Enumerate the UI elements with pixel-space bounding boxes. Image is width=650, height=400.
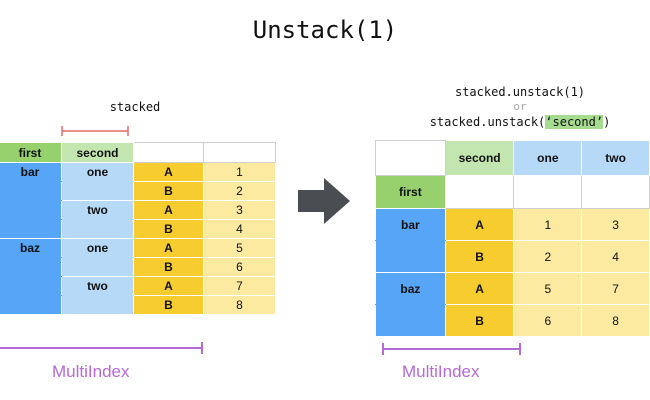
value-cell: 3 bbox=[581, 208, 650, 241]
table-row: B 6 bbox=[0, 257, 276, 277]
index-first: baz bbox=[375, 272, 446, 305]
unstacked-table: second one two first bar A 1 3 B 2 4 baz… bbox=[375, 140, 650, 337]
header-one: one bbox=[513, 140, 583, 176]
index-inner: A bbox=[133, 276, 204, 296]
index-first bbox=[375, 304, 446, 337]
stacked-table: first second bar one A 1 B 2 two A 3 B 4… bbox=[0, 142, 276, 315]
value-cell: 1 bbox=[513, 208, 583, 241]
value-cell: 3 bbox=[203, 200, 276, 220]
value-cell: 1 bbox=[203, 162, 276, 182]
stacked-caption: stacked bbox=[109, 100, 161, 114]
header-blank bbox=[444, 175, 515, 209]
index-inner: A bbox=[133, 162, 204, 182]
value-cell: 6 bbox=[513, 304, 583, 337]
value-cell: 7 bbox=[203, 276, 276, 296]
value-cell: 2 bbox=[203, 181, 276, 201]
stacked-header-row: first second bbox=[0, 142, 276, 163]
table-row: bar one A 1 bbox=[0, 162, 276, 182]
table-row: B 4 bbox=[0, 219, 276, 239]
unstack-caption-alt: stacked.unstack(‘second’) bbox=[429, 115, 611, 129]
index-inner: A bbox=[444, 272, 515, 305]
index-inner: B bbox=[444, 240, 515, 273]
index-second: two bbox=[61, 200, 134, 220]
index-first bbox=[0, 219, 62, 239]
index-first bbox=[0, 181, 62, 201]
value-cell: 2 bbox=[513, 240, 583, 273]
index-first bbox=[0, 276, 62, 296]
index-inner: B bbox=[444, 304, 515, 337]
index-first: baz bbox=[0, 238, 62, 258]
index-first: bar bbox=[375, 208, 446, 241]
value-cell: 6 bbox=[203, 257, 276, 277]
value-cell: 8 bbox=[581, 304, 650, 337]
level-indicator bbox=[61, 126, 129, 136]
index-second bbox=[61, 219, 134, 239]
value-cell: 4 bbox=[581, 240, 650, 273]
index-second: two bbox=[61, 276, 134, 296]
index-second: one bbox=[61, 162, 134, 182]
value-cell: 7 bbox=[581, 272, 650, 305]
index-second bbox=[61, 257, 134, 277]
multiindex-label: MultiIndex bbox=[52, 362, 130, 381]
index-first bbox=[375, 240, 446, 273]
index-inner: A bbox=[133, 238, 204, 258]
multiindex-bracket bbox=[0, 342, 203, 354]
unstack-caption: stacked.unstack(1) bbox=[454, 85, 586, 99]
or-caption: or bbox=[513, 100, 527, 113]
unstacked-header-row: second one two bbox=[375, 140, 650, 176]
index-inner: A bbox=[444, 208, 515, 241]
table-row: B 2 4 bbox=[375, 240, 650, 273]
index-inner: B bbox=[133, 257, 204, 277]
table-row: bar A 1 3 bbox=[375, 208, 650, 241]
index-second bbox=[61, 181, 134, 201]
header-two: two bbox=[581, 140, 650, 176]
header-blank bbox=[133, 142, 204, 163]
index-first bbox=[0, 200, 62, 220]
table-row: B 6 8 bbox=[375, 304, 650, 337]
value-cell: 5 bbox=[513, 272, 583, 305]
header-second: second bbox=[444, 140, 515, 176]
index-first: bar bbox=[0, 162, 62, 182]
table-row: two A 7 bbox=[0, 276, 276, 296]
table-row: B 2 bbox=[0, 181, 276, 201]
multiindex-bracket bbox=[382, 343, 521, 355]
index-inner: B bbox=[133, 295, 204, 315]
header-first: first bbox=[375, 175, 446, 209]
multiindex-label: MultiIndex bbox=[402, 362, 480, 381]
index-inner: B bbox=[133, 219, 204, 239]
header-blank bbox=[581, 175, 650, 209]
index-inner: B bbox=[133, 181, 204, 201]
index-header-row: first bbox=[375, 175, 650, 209]
value-cell: 4 bbox=[203, 219, 276, 239]
table-row: two A 3 bbox=[0, 200, 276, 220]
table-row: B 8 bbox=[0, 295, 276, 315]
index-second bbox=[61, 295, 134, 315]
header-second: second bbox=[61, 142, 134, 163]
header-blank bbox=[203, 142, 276, 163]
right-arrow-icon bbox=[298, 178, 350, 224]
header-blank bbox=[375, 140, 446, 176]
table-row: baz one A 5 bbox=[0, 238, 276, 258]
index-second: one bbox=[61, 238, 134, 258]
page-title: Unstack(1) bbox=[252, 16, 398, 44]
index-inner: A bbox=[133, 200, 204, 220]
table-row: baz A 5 7 bbox=[375, 272, 650, 305]
header-blank bbox=[513, 175, 583, 209]
index-first bbox=[0, 257, 62, 277]
level-name-highlight: ‘second’ bbox=[545, 115, 604, 129]
value-cell: 8 bbox=[203, 295, 276, 315]
header-first: first bbox=[0, 142, 62, 163]
index-first bbox=[0, 295, 62, 315]
value-cell: 5 bbox=[203, 238, 276, 258]
